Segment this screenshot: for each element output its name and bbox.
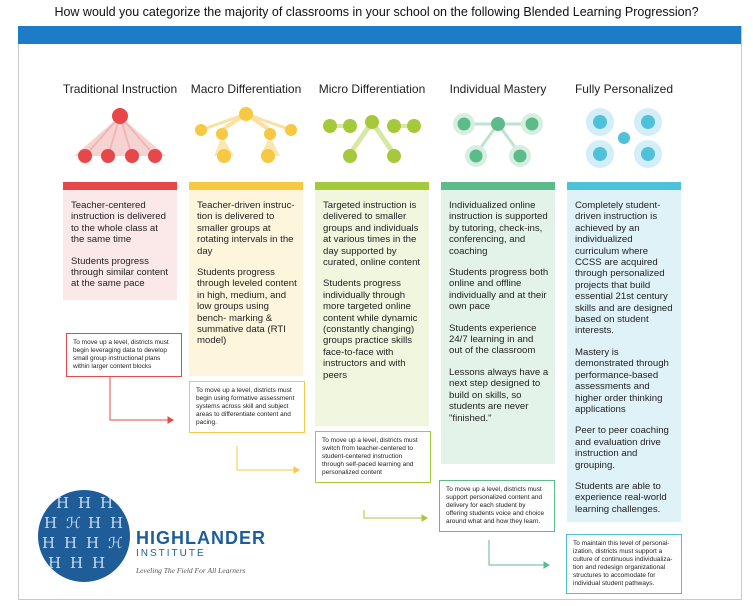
band-macro: [189, 182, 303, 190]
card-paragraph: Teacher-centered instruction is delivere…: [71, 200, 166, 246]
description-card-individual: Individualized online instruction is sup…: [441, 190, 555, 464]
card-paragraph: Students progress both online and offlin…: [449, 267, 549, 313]
band-traditional: [63, 182, 177, 190]
card-paragraph: Mastery is demonstrated through performa…: [575, 346, 669, 415]
card-paragraph: Individualized online instruction is sup…: [449, 200, 548, 257]
card-paragraph: Students progress through leveled conten…: [197, 267, 297, 347]
description-card-traditional: Teacher-centered instruction is delivere…: [63, 190, 177, 300]
individual-network-icon: [453, 113, 543, 167]
survey-question: How would you categorize the majority of…: [54, 5, 699, 19]
description-card-personalized: Completely student-driven instruction is…: [567, 190, 681, 522]
band-individual: [441, 182, 555, 190]
band-personalized: [567, 182, 681, 190]
card-paragraph: Completely student-driven instruction is…: [575, 200, 673, 337]
note-macro: To move up a level, districts must begin…: [189, 381, 305, 433]
logo-subtitle: INSTITUTE: [136, 548, 206, 559]
description-card-macro: Teacher-driven instruc- tion is delivere…: [189, 190, 303, 376]
column-title-traditional: Traditional Instruction: [62, 82, 178, 96]
whole-class-triangle-icon: [74, 108, 166, 163]
column-title-macro: Macro Differentiation: [190, 82, 302, 96]
card-paragraph: Students experience 24/7 learning in and…: [449, 322, 537, 357]
note-micro: To move up a level, districts must switc…: [315, 431, 431, 483]
card-paragraph: Peer to peer coaching and evaluation dri…: [575, 425, 669, 471]
card-paragraph: Students progress individually through m…: [323, 278, 418, 381]
card-paragraph: Teacher-driven instruc- tion is delivere…: [197, 200, 295, 257]
band-micro: [315, 182, 429, 190]
note-personalized: To maintain this level of personal- izat…: [566, 534, 682, 594]
card-paragraph: Targeted instruction is delivered to sma…: [323, 200, 421, 269]
column-title-individual: Individual Mastery: [449, 82, 547, 96]
note-traditional: To move up a level, districts must begin…: [66, 333, 182, 377]
note-individual: To move up a level, districts must suppo…: [439, 480, 555, 532]
card-paragraph: Lessons always have a next step designed…: [449, 366, 549, 424]
personalized-cluster-icon: [586, 108, 662, 168]
small-groups-icon: [195, 107, 297, 163]
logo-tagline: Leveling The Field For All Learners: [136, 566, 246, 575]
targeted-groups-icon: [323, 115, 421, 163]
top-color-bar: [18, 26, 741, 44]
column-title-personalized: Fully Personalized: [574, 82, 674, 96]
column-title-micro: Micro Differentiation: [318, 82, 426, 96]
description-card-micro: Targeted instruction is delivered to sma…: [315, 190, 429, 426]
card-paragraph: Students progress through similar conten…: [71, 255, 169, 290]
card-paragraph: Students are able to experience real-wor…: [575, 480, 667, 515]
logo-name: HIGHLANDER: [136, 528, 266, 548]
